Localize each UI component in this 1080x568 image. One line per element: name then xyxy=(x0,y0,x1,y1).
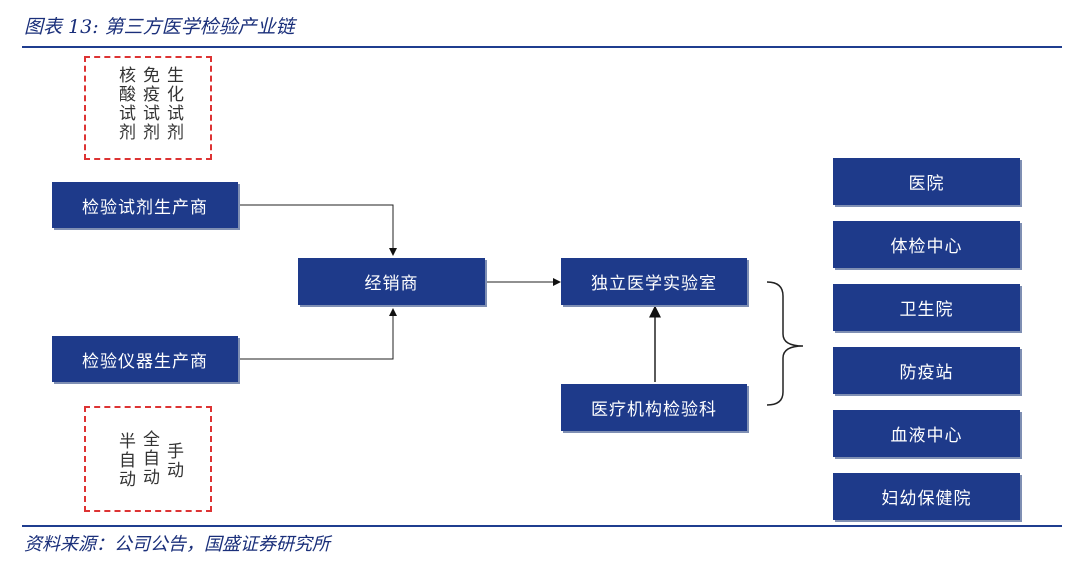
instrument-to-distributor-line xyxy=(238,308,397,360)
instrument-type-semi-auto: 半自动 xyxy=(115,432,135,489)
medical-lab-dept-node: 医疗机构检验科 xyxy=(561,384,747,431)
source-note: 资料来源：公司公告，国盛证券研究所 xyxy=(24,534,330,555)
reagent-maker-node: 检验试剂生产商 xyxy=(52,182,238,228)
customer-epidemic-station: 防疫站 xyxy=(833,347,1020,394)
instrument-type-manual: 手动 xyxy=(163,442,183,480)
top-rule xyxy=(22,46,1062,48)
customer-hospital: 医院 xyxy=(833,158,1020,205)
reagent-type-biochem: 生化试剂 xyxy=(163,66,183,142)
reagent-to-distributor-line xyxy=(238,204,397,256)
bottom-rule xyxy=(22,525,1062,527)
independent-lab-node: 独立医学实验室 xyxy=(561,258,747,305)
figure-title: 图表 13: 第三方医学检验产业链 xyxy=(24,16,295,38)
instrument-type-full-auto: 全自动 xyxy=(139,430,159,487)
reagent-type-nucleic: 核酸试剂 xyxy=(115,66,135,142)
reagent-types-box: 生化试剂 免疫试剂 核酸试剂 xyxy=(84,56,212,160)
instrument-types-box: 手动 全自动 半自动 xyxy=(84,406,212,512)
customer-maternal-child-hospital: 妇幼保健院 xyxy=(833,473,1020,520)
customer-bracket xyxy=(766,281,804,406)
distributor-node: 经销商 xyxy=(298,258,485,305)
customer-blood-center: 血液中心 xyxy=(833,410,1020,457)
reagent-type-immuno: 免疫试剂 xyxy=(139,66,159,142)
customer-checkup-center: 体检中心 xyxy=(833,221,1020,268)
customer-health-clinic: 卫生院 xyxy=(833,284,1020,331)
instrument-maker-node: 检验仪器生产商 xyxy=(52,336,238,382)
